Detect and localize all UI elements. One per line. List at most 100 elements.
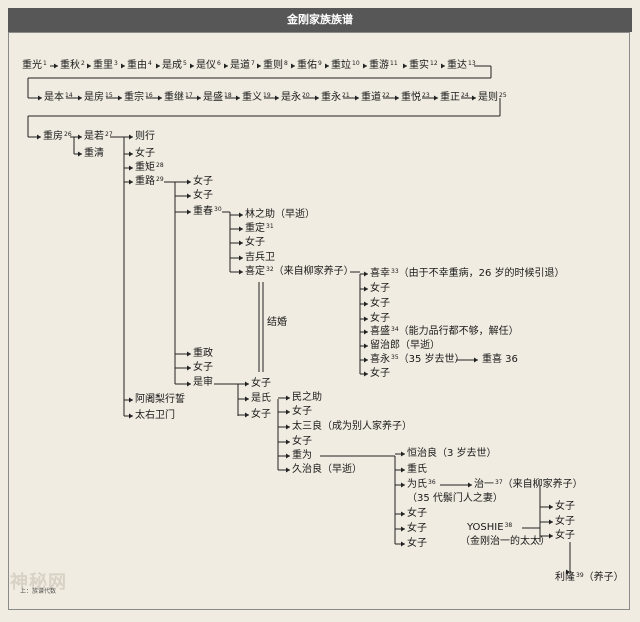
person-name: 女子 (370, 368, 390, 379)
arrow-head (474, 357, 478, 363)
person-node: 女子 (555, 501, 575, 513)
generation-number: 6 (217, 60, 221, 67)
person-note: （来自柳家养子） (273, 266, 354, 277)
arrow-head (286, 453, 290, 459)
arrow-head (78, 134, 82, 140)
person-node: 女子 (555, 530, 575, 542)
person-node: 重清 (84, 148, 104, 160)
person-node: 重宗16 (124, 92, 153, 104)
arrow-head (549, 533, 553, 539)
person-name: 重竝 (331, 60, 351, 71)
arrow-head (129, 165, 133, 171)
person-node: 重道22 (361, 92, 390, 104)
person-name: 女子 (292, 406, 312, 417)
person-node: 是则25 (478, 92, 507, 104)
person-note: （35 岁去世） (398, 354, 465, 365)
person-node: 是盛18 (203, 92, 232, 104)
arrow-head (286, 467, 290, 473)
person-name: 是成 (162, 60, 182, 71)
generation-number: 29 (156, 176, 164, 183)
person-node: 女子 (245, 237, 265, 249)
person-node: 重实12 (409, 60, 438, 72)
arrow-head (364, 286, 368, 292)
person-node: 女子 (555, 516, 575, 528)
generation-number: 16 (145, 92, 153, 99)
person-name: 民之助 (292, 392, 322, 403)
person-node: 女子 (193, 190, 213, 202)
person-node: 重继17 (164, 92, 193, 104)
arrow-head (239, 255, 243, 261)
person-node: 重永21 (321, 92, 350, 104)
arrow-head (291, 63, 295, 69)
watermark-logo: 神秘网 (10, 572, 67, 593)
arrow-head (87, 63, 91, 69)
arrow-head (245, 396, 249, 402)
arrow-head (286, 395, 290, 401)
marriage-label: 结婚 (267, 317, 287, 328)
arrow-head (245, 412, 249, 418)
arrow-head (566, 569, 570, 575)
arrow-head (364, 301, 368, 307)
arrow-head (78, 95, 82, 101)
person-node: 是道7 (230, 60, 255, 72)
generation-number: 7 (251, 60, 255, 67)
person-node: 重正24 (440, 92, 469, 104)
person-name: （金刚治一的太太） (460, 536, 550, 547)
person-node: 喜永35（35 岁去世） (370, 354, 465, 366)
person-node: 是若27 (84, 131, 113, 143)
person-node: 重政 (193, 348, 213, 360)
arrow-head (187, 209, 191, 215)
person-name: 女子 (245, 237, 265, 248)
person-name: （35 代鬃门人之妻） (407, 493, 503, 504)
person-node: 女子 (135, 148, 155, 160)
person-node: 重里3 (93, 60, 118, 72)
person-name: 太三良（成为别人家养子） (292, 421, 412, 432)
person-name: 女子 (555, 516, 575, 527)
person-name: 重喜 36 (482, 354, 518, 365)
person-name: 是则 (478, 92, 498, 103)
arrow-head (275, 95, 279, 101)
person-name: 阿阇梨行誓 (135, 394, 185, 405)
arrow-head (121, 63, 125, 69)
person-node: 重义19 (242, 92, 271, 104)
generation-number: 20 (302, 92, 310, 99)
person-note: （由于不幸重病，26 岁的时候引退） (398, 268, 565, 279)
arrow-head (245, 381, 249, 387)
arrow-head (401, 526, 405, 532)
generation-number: 14 (65, 92, 73, 99)
person-node: 女子 (370, 313, 390, 325)
person-node: 重房26 (43, 131, 72, 143)
person-name: 重房 (43, 131, 63, 142)
arrow-head (156, 63, 160, 69)
arrow-head (286, 424, 290, 430)
arrow-head (401, 451, 405, 457)
person-name: 重春 (193, 206, 213, 217)
arrow-head (401, 482, 405, 488)
person-node: 重喜 36 (482, 354, 518, 366)
arrow-head (364, 271, 368, 277)
person-name: 吉兵卫 (245, 252, 275, 263)
arrow-head (37, 134, 41, 140)
generation-number: 3 (114, 60, 118, 67)
person-name: 女子 (193, 176, 213, 187)
person-note: （能力品行都不够，解任） (398, 326, 519, 337)
person-node: 女子 (251, 378, 271, 390)
person-node: 喜定32（来自柳家养子） (245, 266, 354, 278)
person-name: 重由 (127, 60, 147, 71)
arrow-head (472, 95, 476, 101)
person-name: 喜盛 (370, 326, 390, 337)
person-name: 恒治良（3 岁去世） (407, 448, 497, 459)
arrow-head (286, 439, 290, 445)
person-name: 重义 (242, 92, 262, 103)
generation-number: 10 (352, 60, 360, 67)
person-node: 重游11 (369, 60, 398, 72)
arrow-head (401, 511, 405, 517)
person-node: （35 代鬃门人之妻） (407, 493, 503, 505)
generation-number: 8 (284, 60, 288, 67)
arrow-head (364, 371, 368, 377)
person-node: 阿阇梨行誓 (135, 394, 185, 406)
arrow-head (239, 226, 243, 232)
person-name: 重为 (292, 450, 312, 461)
person-name: 重继 (164, 92, 184, 103)
